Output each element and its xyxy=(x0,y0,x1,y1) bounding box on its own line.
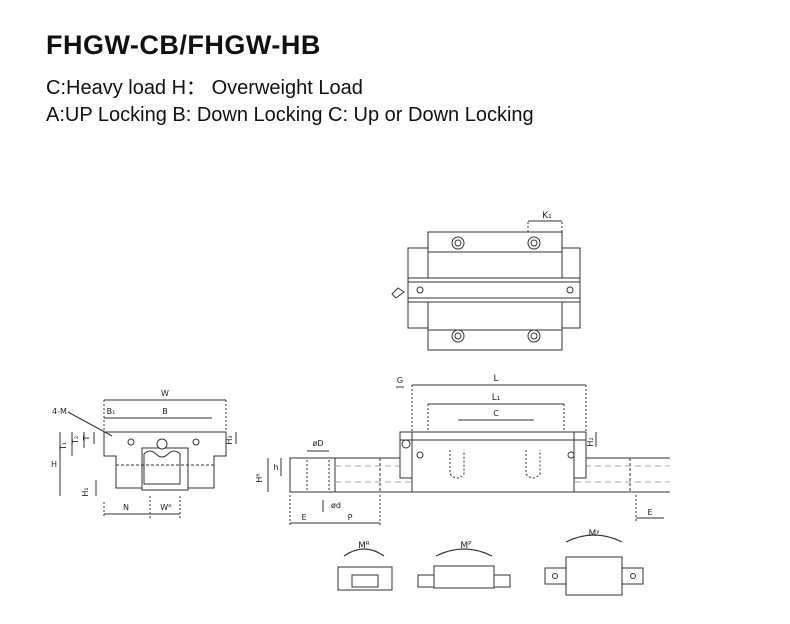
grease-nipple-icon xyxy=(401,439,411,449)
dim-c: C xyxy=(493,409,499,418)
dim-4-m: 4-M xyxy=(52,407,67,416)
dim-t2: T₂ xyxy=(71,436,80,445)
dim-h3: H₃ xyxy=(225,435,234,444)
dim-l: L xyxy=(493,374,498,384)
dim-hr: Hᴿ xyxy=(255,473,264,483)
dim-n: N xyxy=(123,503,129,512)
load-type-legend: C:Heavy load H： Overweight Load xyxy=(46,77,363,99)
dim-h: H xyxy=(51,460,57,469)
dim-phi-d-large: øD xyxy=(312,439,323,448)
dim-h2: H₂ xyxy=(586,437,595,446)
dim-h1: H₁ xyxy=(81,487,90,496)
dim-wr: Wᴿ xyxy=(160,503,172,512)
dim-e-left: E xyxy=(301,513,306,522)
front-view: W B₁ B 4-M T₁ T₂ T H H₁ H₃ N Wᴿ xyxy=(51,389,237,518)
dim-g: G xyxy=(397,376,403,385)
side-view: L L₁ C G H₂ øD h Hᴿ ød E P xyxy=(255,374,670,526)
moment-my-label: Mʸ xyxy=(588,529,600,539)
moment-mr-label: Mᴿ xyxy=(358,541,370,551)
mounting-hole xyxy=(451,236,465,250)
dim-p: P xyxy=(348,513,353,522)
mounting-hole xyxy=(451,329,465,343)
dim-phi-d-small: ød xyxy=(331,501,341,510)
dim-b1: B₁ xyxy=(107,407,116,416)
dim-w: W xyxy=(161,389,169,398)
dim-t: T xyxy=(82,435,91,441)
mounting-hole xyxy=(527,236,541,250)
rotation-arrow-icon xyxy=(435,548,493,557)
dim-b: B xyxy=(162,407,168,416)
dim-l1: L₁ xyxy=(492,393,501,403)
rotation-arrow-icon xyxy=(343,548,385,557)
mounting-hole xyxy=(527,329,541,343)
mounting-hole xyxy=(156,438,168,450)
moment-mr: Mᴿ xyxy=(337,541,393,591)
dim-t1: T₁ xyxy=(59,442,68,451)
moment-mp: Mᴾ xyxy=(417,541,511,589)
moment-my: Mʸ xyxy=(544,529,644,596)
dim-e-right: E xyxy=(647,508,652,517)
page-title: FHGW-CB/FHGW-HB xyxy=(46,30,321,60)
rotation-arrow-icon xyxy=(565,534,623,543)
locking-type-legend: A:UP Locking B: Down Locking C: Up or Do… xyxy=(46,104,534,126)
dim-k1: K₁ xyxy=(542,211,552,221)
dim-h-small: h xyxy=(273,463,278,472)
top-view: K₁ xyxy=(391,211,581,351)
grease-nipple-icon xyxy=(391,287,405,299)
moment-mp-label: Mᴾ xyxy=(460,541,472,551)
